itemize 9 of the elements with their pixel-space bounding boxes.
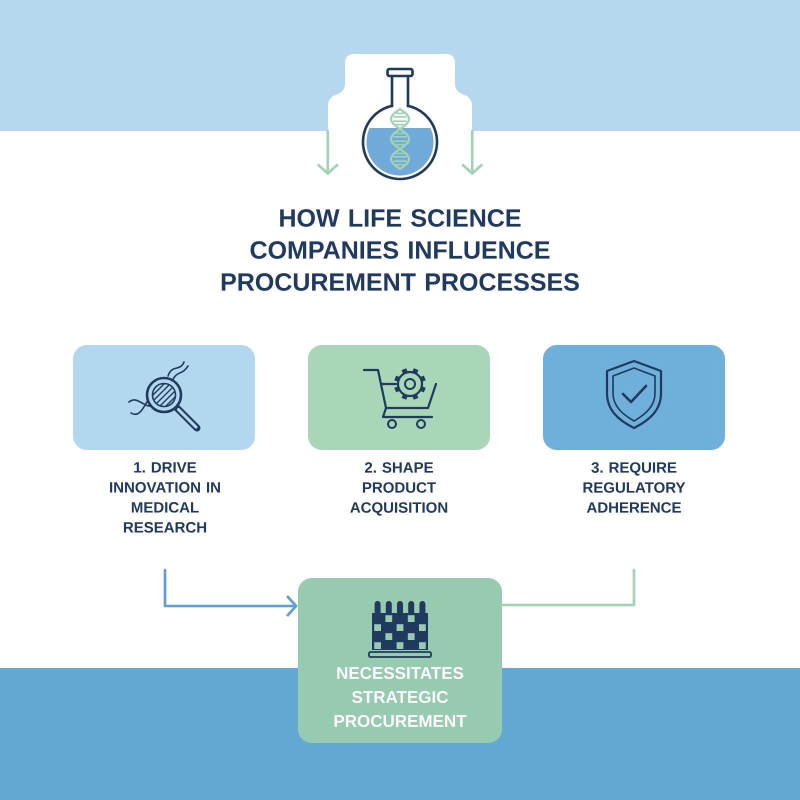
- result-box: NECESSITATES STRATEGIC PROCUREMENT: [298, 578, 502, 743]
- arrow: [316, 130, 339, 176]
- arrow: [461, 130, 484, 176]
- step-label: 1. DRIVE INNOVATION IN MEDICAL RESEARCH: [110, 462, 220, 533]
- title: HOW LIFE SCIENCE COMPANIES INFLUENCE PROCUREMENT PROCESSES: [222, 209, 579, 291]
- arrow: [164, 568, 298, 617]
- connector-line: [500, 568, 636, 606]
- step-label: 3. REQUIRE REGULATORY ADHERENCE: [583, 462, 686, 513]
- step-label: 2. SHAPE PRODUCT ACQUISITION: [350, 462, 448, 516]
